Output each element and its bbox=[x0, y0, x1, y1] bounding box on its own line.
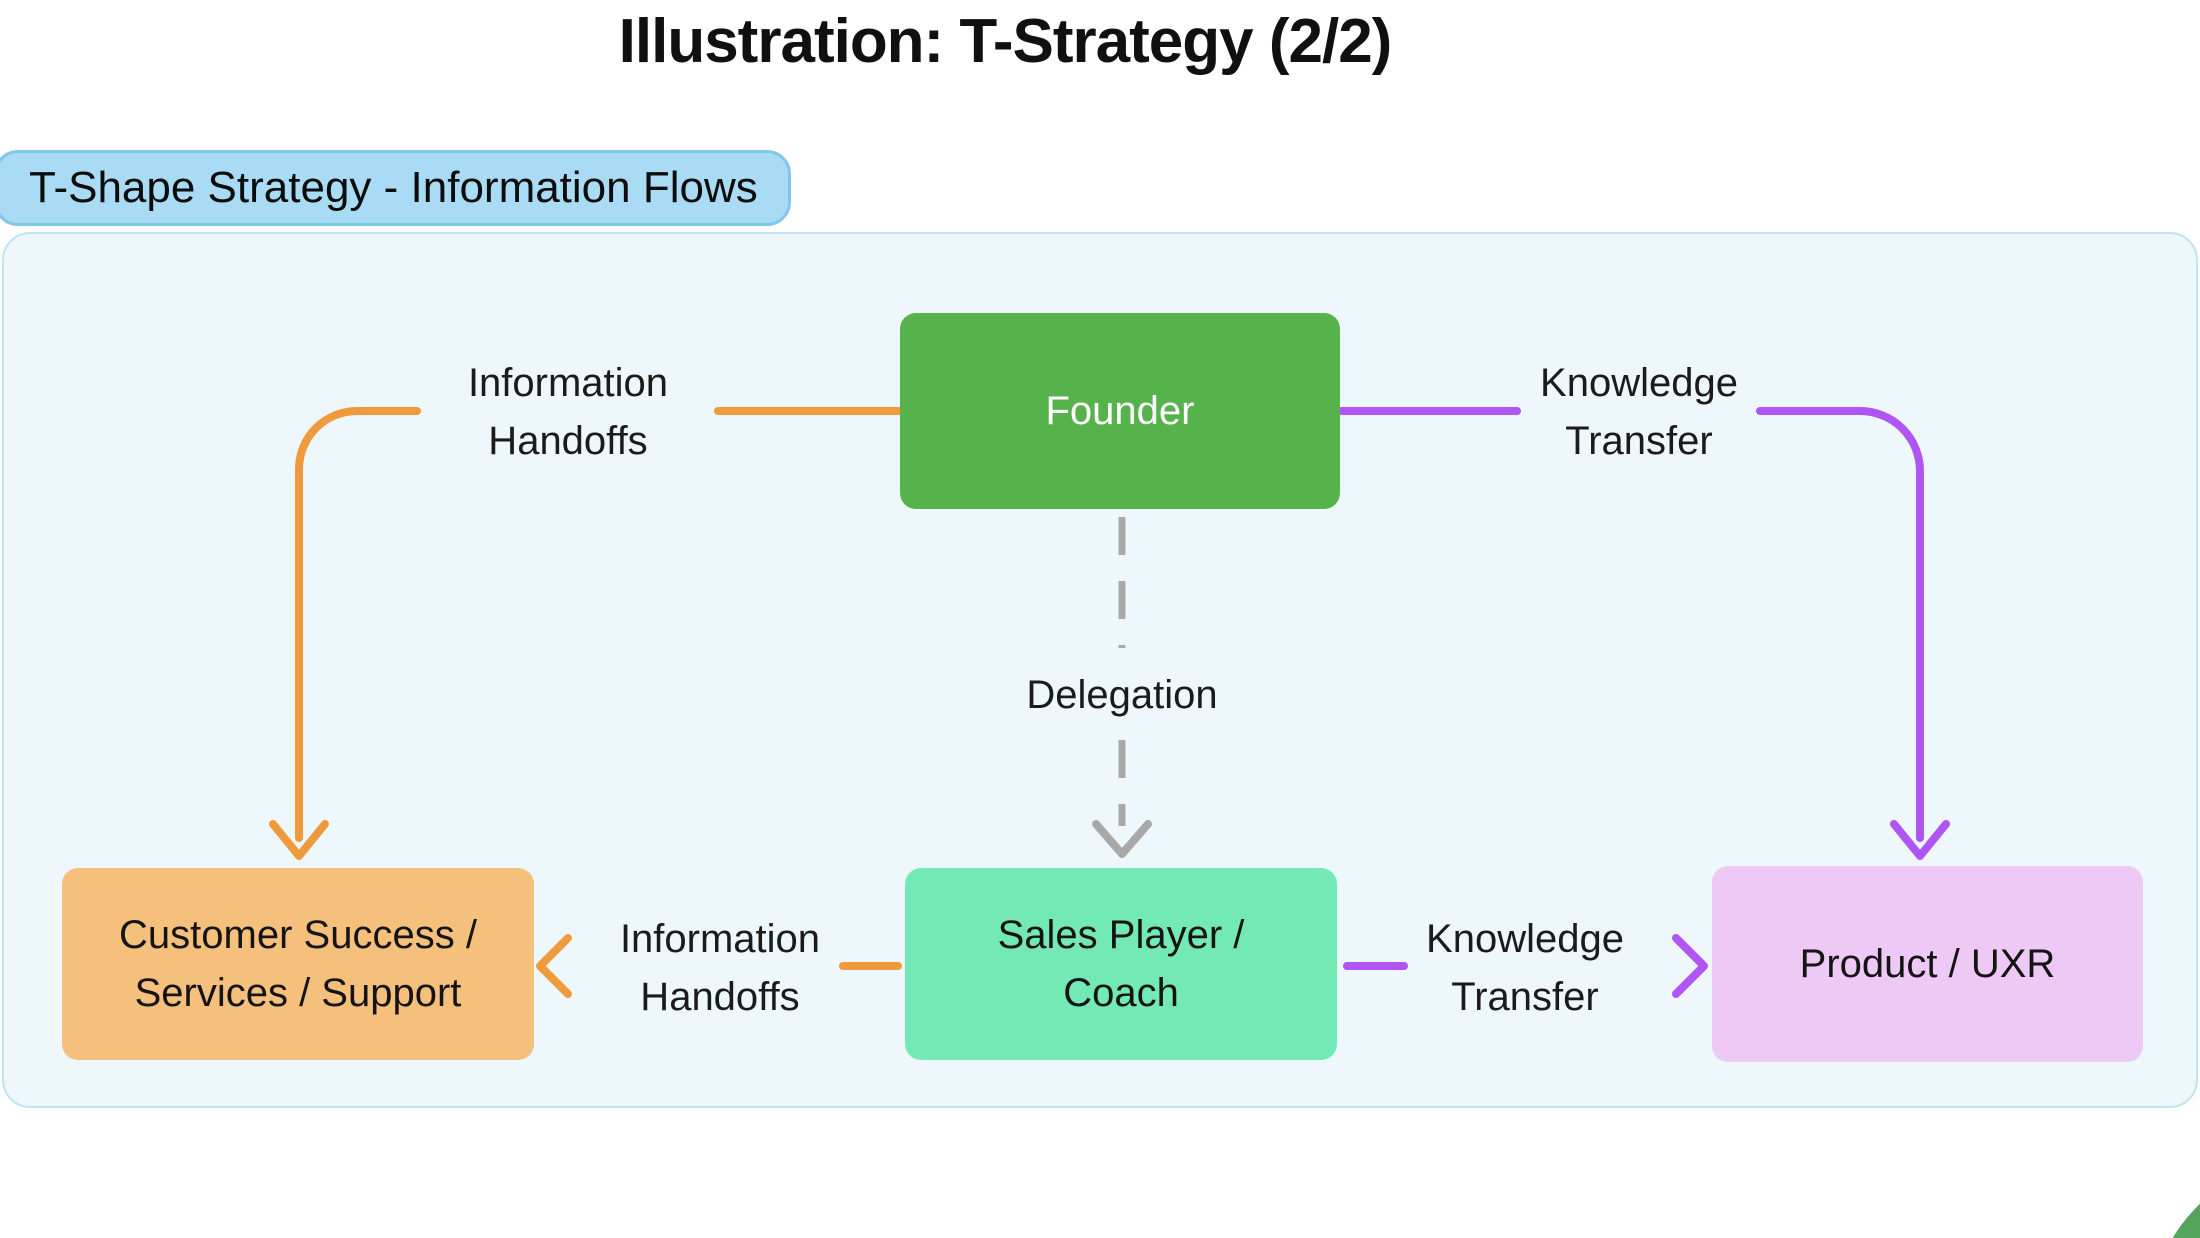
diagram-title-badge-label: T-Shape Strategy - Information Flows bbox=[29, 163, 758, 212]
corner-decoration-green-circle bbox=[2150, 1160, 2200, 1238]
node-founder-label: Founder bbox=[1045, 389, 1195, 433]
node-product-uxr-label: Product / UXR bbox=[1799, 942, 2056, 986]
node-sales-player-label: Sales Player / Coach bbox=[997, 913, 1245, 1015]
edge-label-information-handoffs-top: Information Handoffs bbox=[467, 361, 669, 463]
diagram-title-badge: T-Shape Strategy - Information Flows bbox=[0, 150, 791, 226]
node-founder: Founder bbox=[900, 313, 1340, 509]
node-customer-success-label: Customer Success / Services / Support bbox=[119, 913, 477, 1015]
page-title: Illustration: T-Strategy (2/2) bbox=[618, 7, 1393, 76]
edge-label-information-handoffs-bottom: Information Handoffs bbox=[619, 917, 821, 1019]
node-customer-success: Customer Success / Services / Support bbox=[62, 868, 534, 1060]
node-sales-player: Sales Player / Coach bbox=[905, 868, 1337, 1060]
edge-label-delegation: Delegation bbox=[1026, 673, 1218, 717]
node-product-uxr: Product / UXR bbox=[1712, 866, 2143, 1062]
edge-label-knowledge-transfer-top: Knowledge Transfer bbox=[1540, 361, 1738, 463]
edge-label-knowledge-transfer-bottom: Knowledge Transfer bbox=[1426, 917, 1624, 1019]
